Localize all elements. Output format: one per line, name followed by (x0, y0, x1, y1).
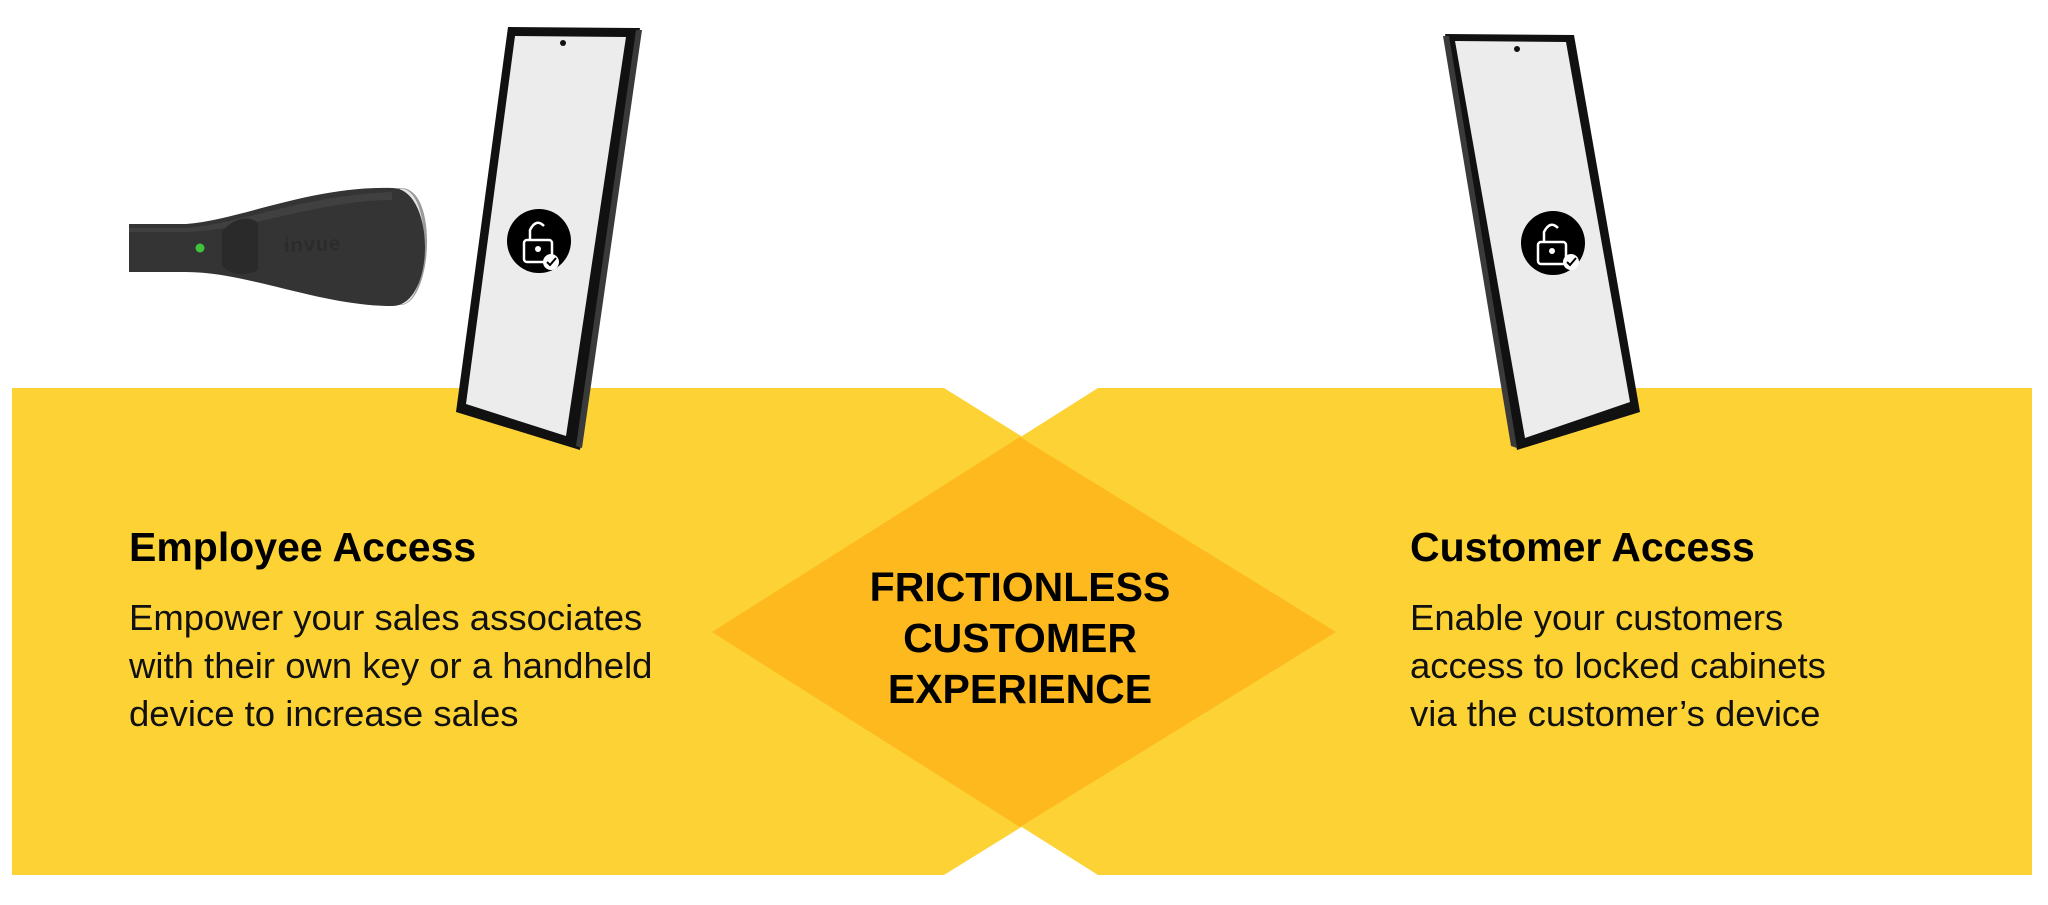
frictionless-diamond (712, 437, 1336, 827)
key-brand-logo: invue (283, 233, 342, 257)
employee-access-line-3: device to increase sales (129, 693, 519, 734)
key-led-indicator (195, 243, 205, 253)
key-fob-device (129, 187, 428, 306)
customer-access-title: Customer Access (1410, 524, 1755, 570)
employee-smartphone (456, 27, 642, 450)
customer-access-line-1: Enable your customers (1410, 597, 1784, 638)
frictionless-line-3: EXPERIENCE (887, 666, 1153, 712)
customer-access-line-3: via the customer’s device (1410, 693, 1821, 734)
employee-access-title: Employee Access (129, 524, 477, 570)
frictionless-line-2: CUSTOMER (903, 615, 1137, 661)
check-badge-icon (543, 254, 559, 270)
employee-access-line-2: with their own key or a handheld (129, 645, 653, 686)
frictionless-line-1: FRICTIONLESS (869, 564, 1171, 610)
employee-access-line-1: Empower your sales associates (129, 597, 643, 638)
customer-smartphone (1443, 34, 1640, 450)
customer-access-line-2: access to locked cabinets (1410, 645, 1826, 686)
check-badge-icon-2 (1563, 254, 1579, 270)
